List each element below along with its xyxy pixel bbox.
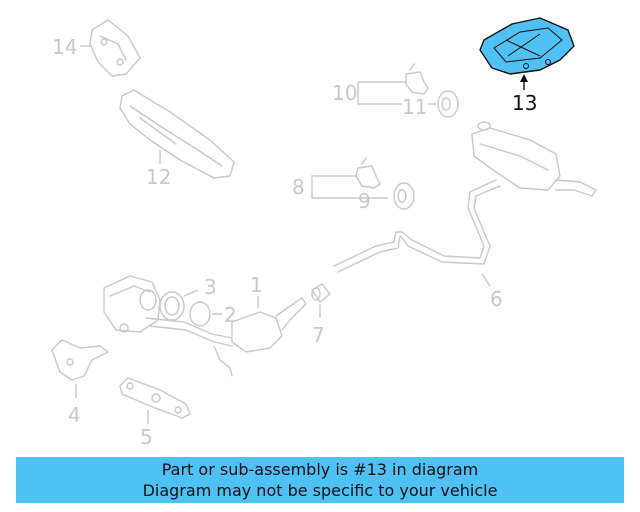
rear-muffler xyxy=(471,121,597,197)
part-13-heat-shield-highlighted xyxy=(479,17,575,75)
banner-line-1: Part or sub-assembly is #13 in diagram xyxy=(161,460,479,479)
leader-3 xyxy=(183,289,199,297)
callout-1[interactable]: 1 xyxy=(250,273,263,297)
callout-8[interactable]: 8 xyxy=(292,175,305,199)
banner-line-2: Diagram may not be specific to your vehi… xyxy=(142,481,498,500)
part-12-heat-shield xyxy=(119,89,235,179)
callout-4[interactable]: 4 xyxy=(68,403,81,427)
callout-3[interactable]: 3 xyxy=(204,275,217,299)
part-4-bracket xyxy=(51,339,109,381)
part-2-gasket xyxy=(189,301,211,327)
leader-8-9 xyxy=(311,175,388,199)
part-9-rubber-isolator xyxy=(393,182,415,210)
part-11-rubber-isolator xyxy=(437,90,459,118)
part-7-clamp xyxy=(311,283,331,303)
callout-9[interactable]: 9 xyxy=(358,189,371,213)
callout-7[interactable]: 7 xyxy=(312,323,325,347)
callout-2[interactable]: 2 xyxy=(224,303,237,327)
part-5-flange-gasket xyxy=(119,377,191,419)
leader-13-arrowhead xyxy=(520,74,528,82)
part-6-intermediate-pipe xyxy=(333,179,501,273)
leader-10-11 xyxy=(357,81,406,105)
callout-5[interactable]: 5 xyxy=(140,425,153,449)
callout-12[interactable]: 12 xyxy=(146,165,171,189)
callout-6[interactable]: 6 xyxy=(490,287,503,311)
callout-14[interactable]: 14 xyxy=(52,35,77,59)
leader-6 xyxy=(481,273,491,287)
exhaust-manifold-assembly xyxy=(103,275,161,333)
callout-11[interactable]: 11 xyxy=(402,95,427,119)
exhaust-parts-diagram: 14 12 10 11 8 9 13 xyxy=(51,17,597,449)
part-3-gasket-ring xyxy=(159,291,185,321)
info-banner: Part or sub-assembly is #13 in diagram D… xyxy=(16,457,624,503)
part-8-hanger-bracket xyxy=(355,157,381,189)
part-1-front-pipe-converter xyxy=(145,297,307,377)
part-14-heat-shield xyxy=(89,19,141,77)
part-10-hanger-bracket xyxy=(405,63,429,95)
callout-10[interactable]: 10 xyxy=(332,81,357,105)
callout-13[interactable]: 13 xyxy=(512,91,537,115)
